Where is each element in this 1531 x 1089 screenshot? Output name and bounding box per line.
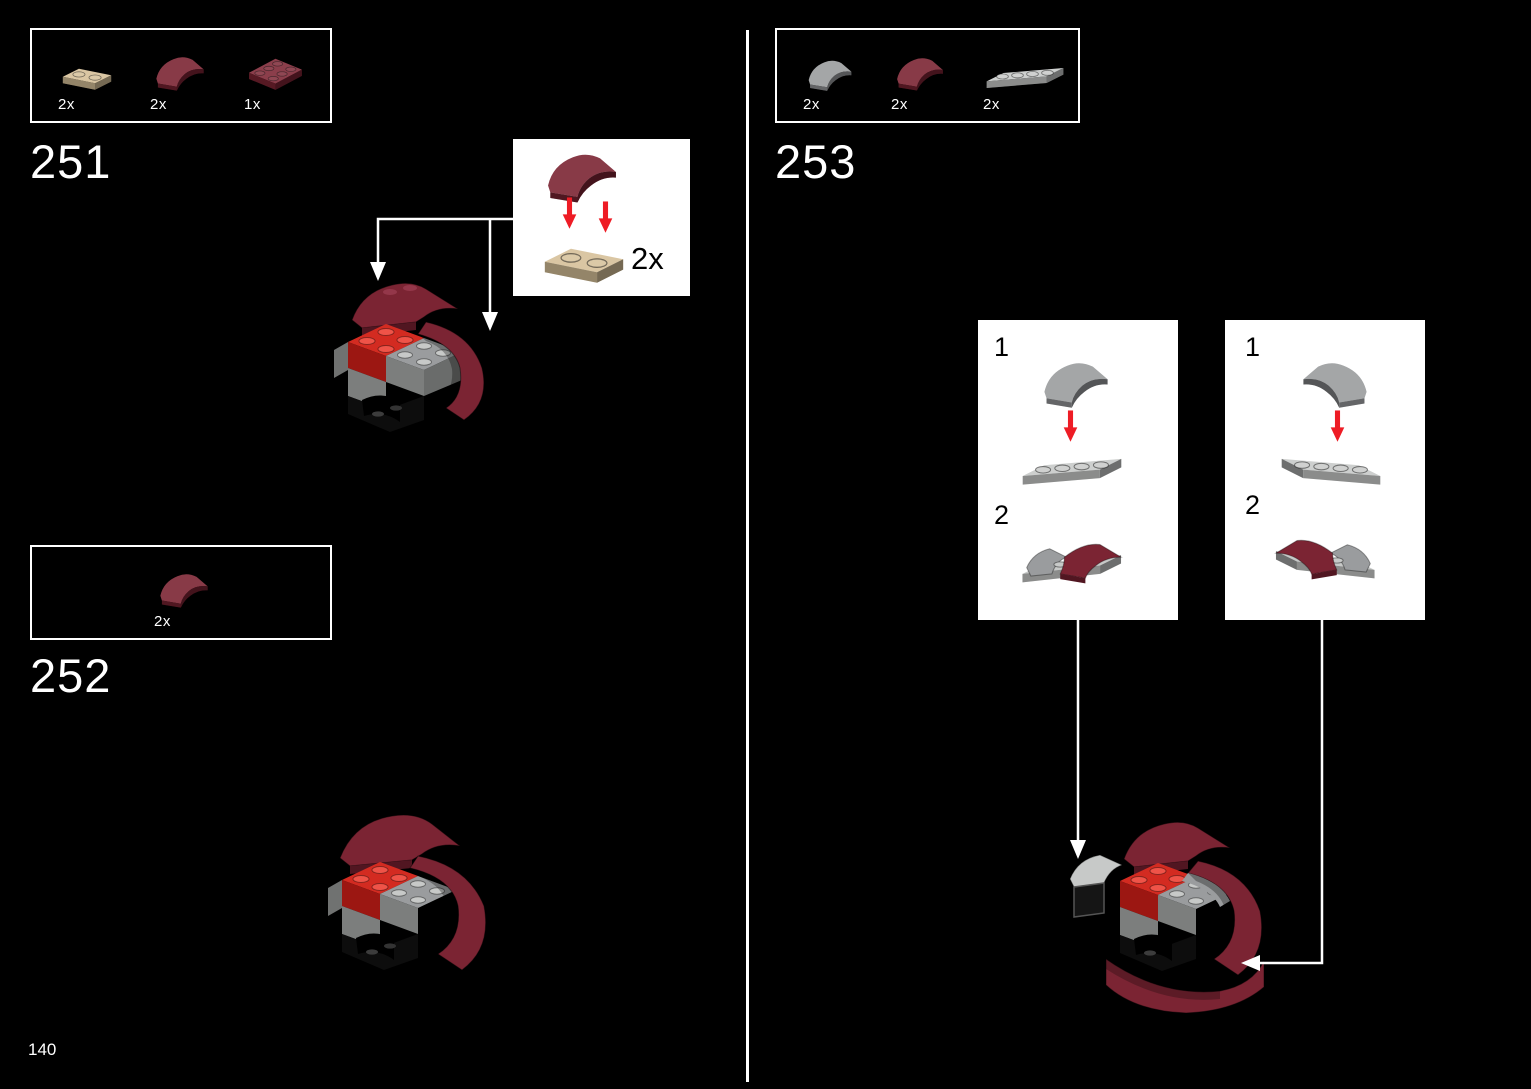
- part-qty-label: 2x: [150, 96, 167, 113]
- part-cell: 1x: [244, 51, 310, 113]
- substep-subassembly-image: [1018, 532, 1136, 597]
- part-qty-label: 1x: [244, 96, 261, 113]
- substep-gray-slope-icon: [1036, 356, 1116, 411]
- part-qty-label: 2x: [891, 96, 908, 113]
- red-arrow-down-icon: [597, 201, 614, 234]
- assembly-251-image: [334, 282, 485, 432]
- page-number: 140: [28, 1040, 57, 1059]
- callout-dark-red-slope-icon: [539, 147, 625, 206]
- assembly-252-image: [328, 814, 487, 971]
- substep-light-gray-plate-icon: [1018, 446, 1126, 491]
- substep-1-label: 1: [1245, 332, 1261, 362]
- part-dark-red-plate-2x3-icon: [244, 51, 310, 93]
- part-cell: 2x: [154, 569, 214, 630]
- part-dark-red-slope-icon: [891, 53, 949, 93]
- substep-2-label: 2: [994, 500, 1010, 530]
- step-number-253: 253: [775, 135, 857, 188]
- part-qty-label: 2x: [983, 96, 1000, 113]
- parts-box-step-251: 2x 2x 1x: [30, 28, 332, 123]
- substep-subassembly-image: [1261, 528, 1379, 593]
- substep-gray-slope-icon: [1295, 356, 1375, 411]
- column-divider: [746, 30, 749, 1082]
- red-arrow-down-icon: [561, 197, 578, 230]
- part-cell: 2x: [58, 59, 116, 113]
- substep-1-label: 1: [994, 332, 1010, 362]
- part-cell: 2x: [150, 52, 210, 113]
- parts-box-step-253: 2x 2x 2x: [775, 28, 1080, 123]
- part-dark-red-slope-icon: [150, 52, 210, 93]
- part-cell: 2x: [891, 53, 949, 113]
- red-arrow-down-icon: [1329, 410, 1346, 443]
- callout-tan-plate-icon: [537, 233, 631, 288]
- part-cell: 2x: [803, 56, 857, 113]
- red-arrow-down-icon: [1062, 410, 1079, 443]
- step-number-252: 252: [30, 649, 112, 702]
- substep-box-1: 1 2: [978, 320, 1178, 620]
- callout-box-251: 2x: [513, 139, 690, 296]
- parts-box-step-252: 2x: [30, 545, 332, 640]
- substep-light-gray-plate-icon: [1277, 446, 1385, 491]
- part-qty-label: 2x: [803, 96, 820, 113]
- step-number-251: 251: [30, 135, 112, 188]
- part-qty-label: 2x: [58, 96, 75, 113]
- part-gray-slope-icon: [803, 56, 857, 93]
- part-cell: 2x: [983, 58, 1067, 113]
- callout-qty-label: 2x: [631, 241, 664, 276]
- part-qty-label: 2x: [154, 613, 171, 630]
- substep-2-label: 2: [1245, 490, 1261, 520]
- part-light-gray-plate-1x4-icon: [983, 58, 1067, 93]
- assembly-253-image: [1069, 821, 1265, 1014]
- part-tan-plate-1x2-icon: [58, 59, 116, 93]
- substep-box-2: 1 2: [1225, 320, 1425, 620]
- part-dark-red-slope-icon: [154, 569, 214, 610]
